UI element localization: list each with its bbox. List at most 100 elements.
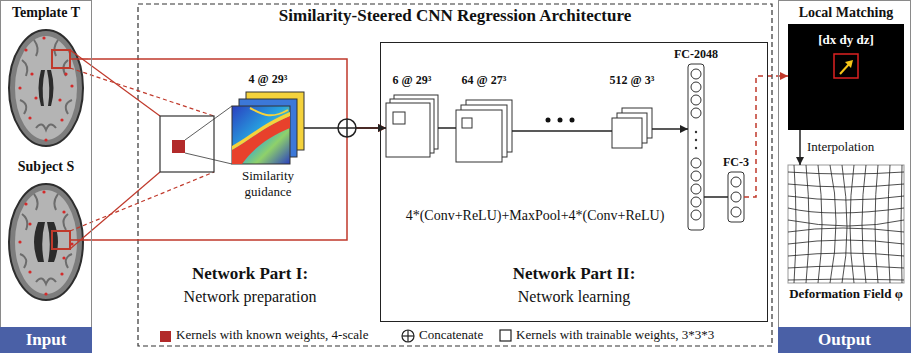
template-brain	[60, 118, 63, 121]
concatenate-symbol	[338, 119, 356, 137]
kernel-square	[172, 140, 185, 153]
template-brain	[70, 84, 73, 87]
kernel-projection	[70, 50, 160, 116]
similarity-map	[250, 108, 288, 115]
similarity-map	[232, 112, 290, 150]
layer-size: 6 @ 29³	[380, 73, 444, 87]
deformation-field: Deformation Field φ	[788, 165, 904, 283]
template-brain	[64, 72, 67, 75]
dashed-frame	[138, 4, 772, 346]
matching-image	[845, 60, 853, 68]
subject-brain	[52, 231, 70, 249]
feature-stack	[386, 95, 652, 162]
kernel-projection	[70, 172, 160, 249]
connector	[88, 128, 386, 240]
template-brain	[30, 72, 33, 75]
matching-image	[834, 54, 858, 78]
template-brain	[42, 36, 45, 39]
layer-size: FC-2048	[666, 47, 726, 61]
layer-formula: 4*(Conv+ReLU)+MaxPool+4*(Conv+ReLU)	[390, 208, 680, 225]
input-panel: InputTemplate TSubject S	[0, 0, 92, 353]
similarity-maps: 4 @ 29³Similarity guidance	[232, 92, 304, 164]
subject-brain	[42, 190, 45, 193]
fc-column	[695, 139, 697, 141]
fc-column	[728, 172, 744, 222]
kernel-square	[160, 106, 232, 172]
template-brain	[20, 40, 72, 130]
subject-brain	[62, 256, 65, 259]
connector	[438, 127, 456, 129]
template-brain	[18, 36, 73, 141]
feature-stack	[462, 118, 472, 128]
ellipsis-dots	[546, 118, 575, 123]
feature-stack: 6 @ 29³	[386, 95, 438, 157]
legend-text: Kernels with trainable weights, 3*3*3	[516, 327, 766, 343]
image-label: Template T	[0, 5, 92, 22]
template-image: Template T	[4, 24, 88, 152]
subject-brain	[62, 210, 65, 213]
deformation-grid	[794, 165, 902, 283]
panel-label: Output	[778, 327, 911, 353]
legend-text: Kernels with known weights, 4-scale	[176, 327, 398, 343]
kernel-projection	[70, 50, 214, 249]
template-brain	[18, 86, 21, 89]
concatenate-symbol	[346, 119, 348, 137]
part-heading: Network Part II:	[380, 264, 768, 284]
fc-column	[695, 147, 697, 149]
fc-column	[691, 197, 701, 207]
fc-column	[695, 131, 697, 149]
matching-image	[788, 24, 904, 130]
map-caption: Similarity guidance	[228, 168, 308, 199]
fc-column	[691, 184, 701, 194]
subject-image: Subject S	[4, 178, 88, 306]
template-brain	[52, 50, 70, 68]
feature-stack	[386, 103, 430, 157]
connector	[704, 196, 728, 198]
subject-brain	[9, 184, 83, 300]
legend-swatch	[160, 331, 171, 342]
template-brain	[39, 70, 54, 106]
deformation-grid	[788, 172, 904, 280]
layer-size: FC-3	[712, 155, 760, 169]
ellipsis-dots	[546, 118, 551, 123]
kernel-square	[185, 106, 232, 140]
subject-brain	[28, 270, 31, 273]
fc-column	[691, 210, 701, 220]
subject-brain	[34, 222, 58, 262]
fc-column	[691, 108, 701, 118]
fc-column	[731, 177, 741, 187]
subject-brain	[18, 190, 73, 295]
subject-brain	[4, 178, 88, 306]
part-subheading: Network preparation	[165, 287, 335, 306]
connector	[512, 130, 612, 132]
fc-column	[688, 64, 744, 230]
ellipsis-dots	[570, 118, 575, 123]
similarity-map	[232, 106, 290, 164]
template-brain	[28, 116, 31, 119]
template-brain	[24, 48, 27, 51]
subject-brain	[44, 292, 47, 295]
fc-column	[691, 69, 701, 220]
template-brain	[34, 96, 37, 99]
image-label: Deformation Field φ	[788, 286, 904, 302]
template-brain	[4, 24, 88, 152]
subject-brain	[18, 240, 21, 243]
image-label: Subject S	[0, 159, 92, 176]
fc-column	[731, 207, 741, 217]
fc-column	[691, 158, 701, 168]
subject-brain	[4, 178, 88, 306]
kernel-projection	[70, 68, 214, 116]
layer-size: 512 @ 3³	[592, 73, 672, 87]
subject-brain	[15, 190, 77, 294]
layer-size: 64 @ 27³	[444, 73, 524, 87]
feature-stack: 64 @ 27³	[456, 100, 512, 162]
concatenate-symbol	[338, 119, 356, 137]
subject-brain	[20, 194, 72, 284]
template-brain	[9, 30, 83, 146]
kernel-projection	[70, 58, 88, 60]
part-subheading: Network learning	[380, 287, 768, 306]
edge-label: Interpolation	[805, 139, 876, 155]
